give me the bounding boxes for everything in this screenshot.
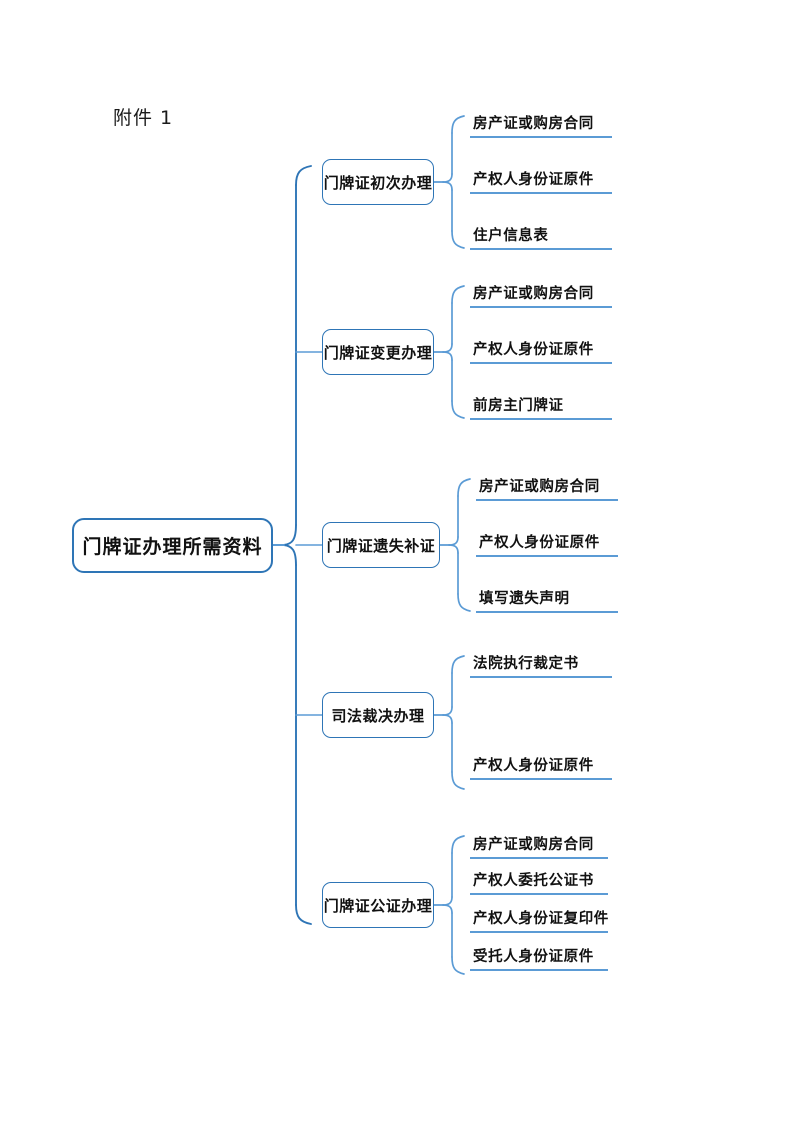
leaf-underline (470, 857, 608, 859)
mindmap-leaf-label-1-1: 房产证或购房合同 (473, 116, 594, 132)
leaf-underline (470, 306, 612, 308)
mindmap-leaf-3-2[interactable]: 产权人身份证原件 (476, 534, 618, 557)
leaf-underline (470, 893, 608, 895)
mindmap-leaf-5-1[interactable]: 房产证或购房合同 (470, 836, 608, 859)
mindmap-leaf-4-2[interactable]: 产权人身份证原件 (470, 757, 612, 780)
leaf-underline (470, 931, 608, 933)
mindmap-leaf-label-5-1: 房产证或购房合同 (473, 837, 594, 853)
mindmap-leaf-5-3[interactable]: 产权人身份证复印件 (470, 910, 608, 933)
page-title: 附件 1 (113, 107, 174, 129)
mindmap-leaf-label-5-4: 受托人身份证原件 (473, 949, 594, 965)
mindmap-leaf-label-4-1: 法院执行裁定书 (473, 656, 579, 672)
leaf-underline (470, 248, 612, 250)
mindmap-leaf-1-3[interactable]: 住户信息表 (470, 227, 612, 250)
mindmap-leaf-label-3-1: 房产证或购房合同 (479, 479, 600, 495)
leaf-underline (470, 136, 612, 138)
mindmap-branch-label-4: 司法裁决办理 (331, 706, 425, 725)
mindmap-leaf-label-5-2: 产权人委托公证书 (473, 873, 594, 889)
mindmap-root-node[interactable]: 门牌证办理所需资料 (72, 518, 273, 573)
leaf-underline (476, 555, 618, 557)
mindmap-leaf-label-2-2: 产权人身份证原件 (473, 342, 594, 358)
mindmap-leaf-2-3[interactable]: 前房主门牌证 (470, 397, 612, 420)
mindmap-leaf-label-4-2: 产权人身份证原件 (473, 758, 594, 774)
mindmap-branch-node-3[interactable]: 门牌证遗失补证 (322, 522, 440, 568)
leaf-underline (470, 418, 612, 420)
mindmap-leaf-5-2[interactable]: 产权人委托公证书 (470, 872, 608, 895)
leaf-underline (470, 676, 612, 678)
mindmap-leaf-4-1[interactable]: 法院执行裁定书 (470, 655, 612, 678)
mindmap-leaf-3-1[interactable]: 房产证或购房合同 (476, 478, 618, 501)
mindmap-leaf-label-2-3: 前房主门牌证 (473, 398, 564, 414)
mindmap-leaf-label-5-3: 产权人身份证复印件 (473, 911, 609, 927)
mindmap-leaf-label-3-3: 填写遗失声明 (479, 591, 570, 607)
mindmap-leaf-label-2-1: 房产证或购房合同 (473, 286, 594, 302)
mindmap-branch-node-5[interactable]: 门牌证公证办理 (322, 882, 434, 928)
mindmap-leaf-label-3-2: 产权人身份证原件 (479, 535, 600, 551)
mindmap-branch-label-5: 门牌证公证办理 (323, 896, 433, 915)
mindmap-leaf-1-2[interactable]: 产权人身份证原件 (470, 171, 612, 194)
leaf-underline (470, 192, 612, 194)
mindmap-leaf-5-4[interactable]: 受托人身份证原件 (470, 948, 608, 971)
mindmap-branch-label-2: 门牌证变更办理 (323, 343, 433, 362)
mindmap-leaf-1-1[interactable]: 房产证或购房合同 (470, 115, 612, 138)
mindmap-branch-label-3: 门牌证遗失补证 (326, 536, 436, 555)
mindmap-leaf-label-1-3: 住户信息表 (473, 228, 549, 244)
mindmap-leaf-3-3[interactable]: 填写遗失声明 (476, 590, 618, 613)
mindmap-root-label: 门牌证办理所需资料 (82, 536, 263, 558)
leaf-underline (476, 499, 618, 501)
mindmap-branch-node-1[interactable]: 门牌证初次办理 (322, 159, 434, 205)
mindmap-leaf-2-1[interactable]: 房产证或购房合同 (470, 285, 612, 308)
mindmap-leaf-2-2[interactable]: 产权人身份证原件 (470, 341, 612, 364)
mindmap-branch-node-2[interactable]: 门牌证变更办理 (322, 329, 434, 375)
leaf-underline (470, 969, 608, 971)
leaf-underline (470, 362, 612, 364)
leaf-underline (476, 611, 618, 613)
mindmap-branch-node-4[interactable]: 司法裁决办理 (322, 692, 434, 738)
mindmap-leaf-label-1-2: 产权人身份证原件 (473, 172, 594, 188)
mindmap-branch-label-1: 门牌证初次办理 (323, 173, 433, 192)
leaf-underline (470, 778, 612, 780)
